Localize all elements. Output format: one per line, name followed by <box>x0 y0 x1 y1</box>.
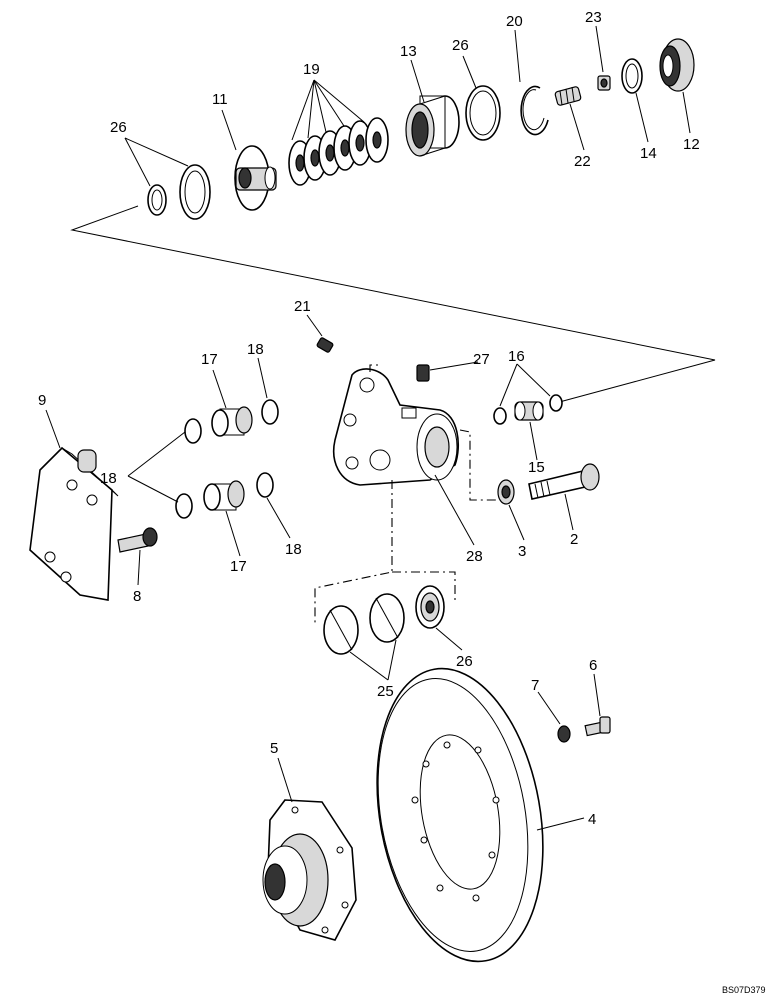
callout-18-lower: 18 <box>285 541 302 558</box>
part-12-gear <box>659 38 695 92</box>
part-18-seal-upper-right <box>261 399 279 425</box>
callout-17-lower: 17 <box>230 558 247 575</box>
part-23-nut <box>597 75 611 91</box>
part-14-ring <box>621 58 643 94</box>
part-18-seal-upper-left <box>184 418 202 444</box>
dash-housing-to-bolt <box>459 429 496 501</box>
callout-25: 25 <box>377 683 394 700</box>
part-26-large-ring <box>179 164 211 220</box>
dash-housing-to-seals-left <box>314 480 393 625</box>
part-17-sleeve-lower <box>203 480 245 511</box>
part-20-snap-ring <box>520 85 549 136</box>
callout-9: 9 <box>38 392 46 409</box>
part-22-spring <box>554 86 582 106</box>
part-4-friction-disc <box>376 667 544 963</box>
callout-26-top: 26 <box>452 37 469 54</box>
part-18-seal-lower-right <box>256 472 274 498</box>
part-26-bearing-ring <box>415 585 445 629</box>
part-3-nut <box>497 479 515 505</box>
callout-8: 8 <box>133 588 141 605</box>
part-27-fitting <box>416 364 430 382</box>
part-6-bolt <box>584 716 611 737</box>
callout-2: 2 <box>570 531 578 548</box>
part-2-bolt <box>528 463 600 500</box>
callout-18-upper: 18 <box>247 341 264 358</box>
part-26-ring <box>465 85 501 141</box>
callout-13: 13 <box>400 43 417 60</box>
part-11-hub <box>234 145 277 211</box>
callout-23: 23 <box>585 9 602 26</box>
callout-16: 16 <box>508 348 525 365</box>
part-15-fitting <box>514 401 544 421</box>
part-5-flange-hub <box>262 799 357 941</box>
part-18-seal-lower-left <box>175 493 193 519</box>
callout-12: 12 <box>683 136 700 153</box>
part-9-cover-plate <box>29 446 119 601</box>
callout-18-left: 18 <box>100 470 117 487</box>
callout-22: 22 <box>574 153 591 170</box>
callout-21: 21 <box>294 298 311 315</box>
callout-17-upper: 17 <box>201 351 218 368</box>
part-28-valve-housing <box>333 368 460 486</box>
part-25-seal-right <box>369 593 405 643</box>
assembly-line-top <box>70 205 716 405</box>
dash-housing-to-seals-right <box>392 571 456 602</box>
callout-20: 20 <box>506 13 523 30</box>
part-16-seal-left <box>493 407 507 425</box>
callout-26-bottom: 26 <box>456 653 473 670</box>
part-21-plug <box>316 337 334 353</box>
part-16-seal-right <box>549 394 563 412</box>
leader-lines <box>45 25 691 831</box>
callout-7: 7 <box>531 677 539 694</box>
callout-26-left: 26 <box>110 119 127 136</box>
callout-6: 6 <box>589 657 597 674</box>
callout-15: 15 <box>528 459 545 476</box>
housing-outline-dash <box>369 364 380 372</box>
part-8-bolt <box>117 527 158 553</box>
part-26-small-ring <box>147 184 167 216</box>
callout-3: 3 <box>518 543 526 560</box>
callout-19: 19 <box>303 61 320 78</box>
drawing-reference: BS07D379 <box>722 985 766 995</box>
part-19-disc-stack <box>288 117 389 186</box>
callout-11: 11 <box>212 91 228 108</box>
part-25-seal-left <box>323 605 359 655</box>
part-13-bearing-cup <box>405 95 460 157</box>
callout-4: 4 <box>588 811 596 828</box>
callout-28: 28 <box>466 548 483 565</box>
callout-27: 27 <box>473 351 490 368</box>
part-17-sleeve-upper <box>211 406 253 437</box>
part-7-washer <box>557 725 571 743</box>
callout-14: 14 <box>640 145 657 162</box>
callout-5: 5 <box>270 740 278 757</box>
